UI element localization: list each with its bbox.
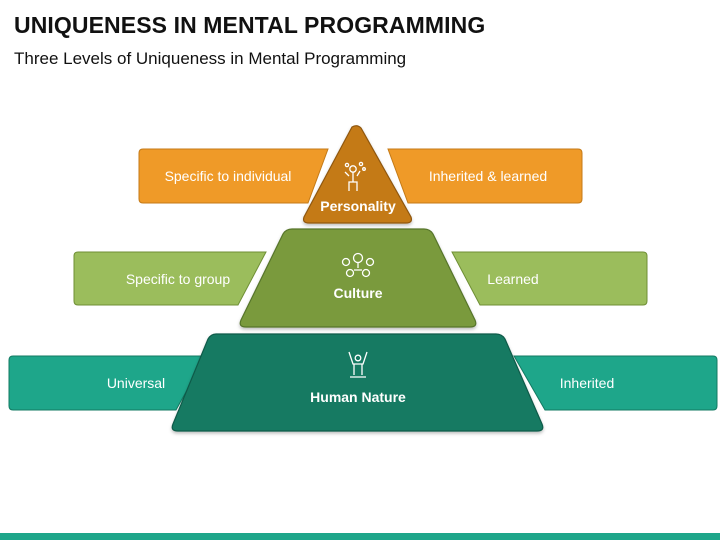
pyramid-layer-culture [239, 228, 477, 328]
human-nature-label: Human Nature [310, 389, 406, 405]
personality-right-label: Inherited & learned [429, 168, 547, 184]
pyramid-layer-human-nature [171, 333, 544, 432]
group-network-icon [341, 252, 375, 278]
personality-left-box: Specific to individual [138, 148, 329, 204]
human-nature-left-label: Universal [107, 375, 165, 391]
personality-label: Personality [320, 198, 396, 214]
culture-right-box: Learned [451, 251, 648, 306]
personality-left-label: Specific to individual [165, 168, 292, 184]
culture-left-label: Specific to group [126, 271, 230, 287]
human-nature-right-label: Inherited [560, 375, 614, 391]
culture-right-label: Learned [487, 271, 538, 287]
person-arms-raised-icon [348, 351, 368, 378]
culture-label: Culture [334, 285, 383, 301]
footer-accent-bar [0, 533, 720, 540]
personality-right-box: Inherited & learned [387, 148, 583, 204]
human-nature-right-box: Inherited [513, 355, 718, 411]
person-thinking-icon [344, 161, 366, 191]
page-subtitle: Three Levels of Uniqueness in Mental Pro… [14, 49, 407, 68]
page-title: UNIQUENESS IN MENTAL PROGRAMMING [14, 12, 486, 38]
culture-left-box: Specific to group [73, 251, 267, 306]
human-nature-left-box: Universal [8, 355, 207, 411]
